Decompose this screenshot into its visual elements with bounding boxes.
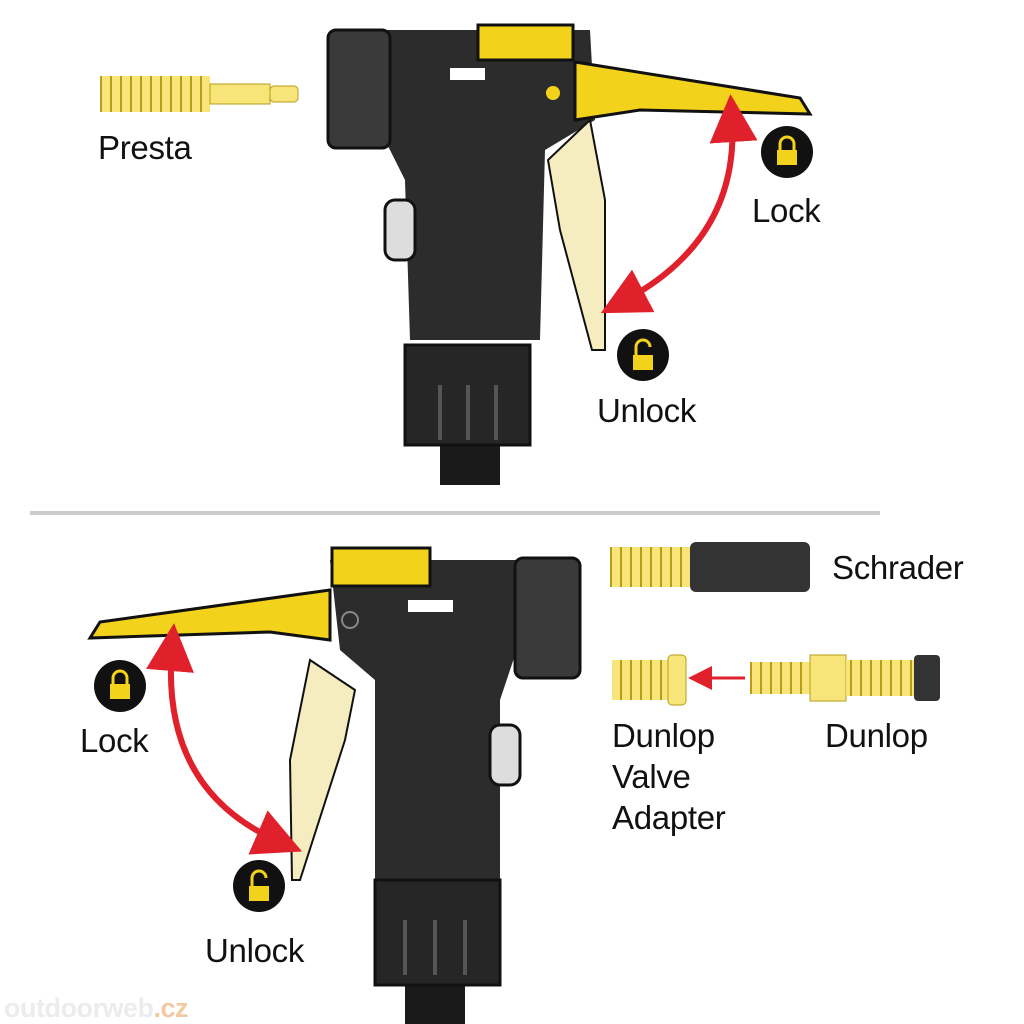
label-dunlop-adapter-2: Valve	[612, 758, 691, 795]
lock-arrow-bottom	[146, 623, 303, 855]
pump-body	[380, 30, 595, 340]
pump-body-bottom	[330, 560, 530, 880]
grip	[546, 118, 606, 351]
lock-arrow-top	[600, 94, 758, 314]
schrader-valve	[610, 542, 810, 592]
watermark: outdoorweb.cz	[4, 993, 189, 1024]
label-unlock-bottom: Unlock	[205, 932, 305, 969]
label-dunlop-adapter-3: Adapter	[612, 799, 726, 836]
dunlop-adapter	[612, 654, 687, 706]
valve-chuck	[326, 28, 392, 150]
label-schrader: Schrader	[832, 549, 964, 586]
pump-head-bottom	[87, 542, 940, 1024]
presta-valve	[100, 76, 299, 112]
lever	[573, 60, 813, 122]
label-dunlop-adapter-1: Dunlop	[612, 717, 715, 754]
indicator	[450, 68, 485, 80]
label-lock-bottom: Lock	[80, 722, 149, 759]
lock-slider	[476, 23, 575, 62]
hose	[440, 440, 500, 485]
watermark-name: outdoorweb	[4, 993, 154, 1023]
label-presta: Presta	[98, 129, 192, 166]
label-lock-top: Lock	[752, 192, 821, 229]
pump-head-top	[100, 23, 813, 485]
label-unlock-top: Unlock	[597, 392, 697, 429]
label-dunlop: Dunlop	[825, 717, 928, 754]
watermark-tld: .cz	[153, 993, 189, 1023]
dunlop-valve	[750, 654, 940, 702]
